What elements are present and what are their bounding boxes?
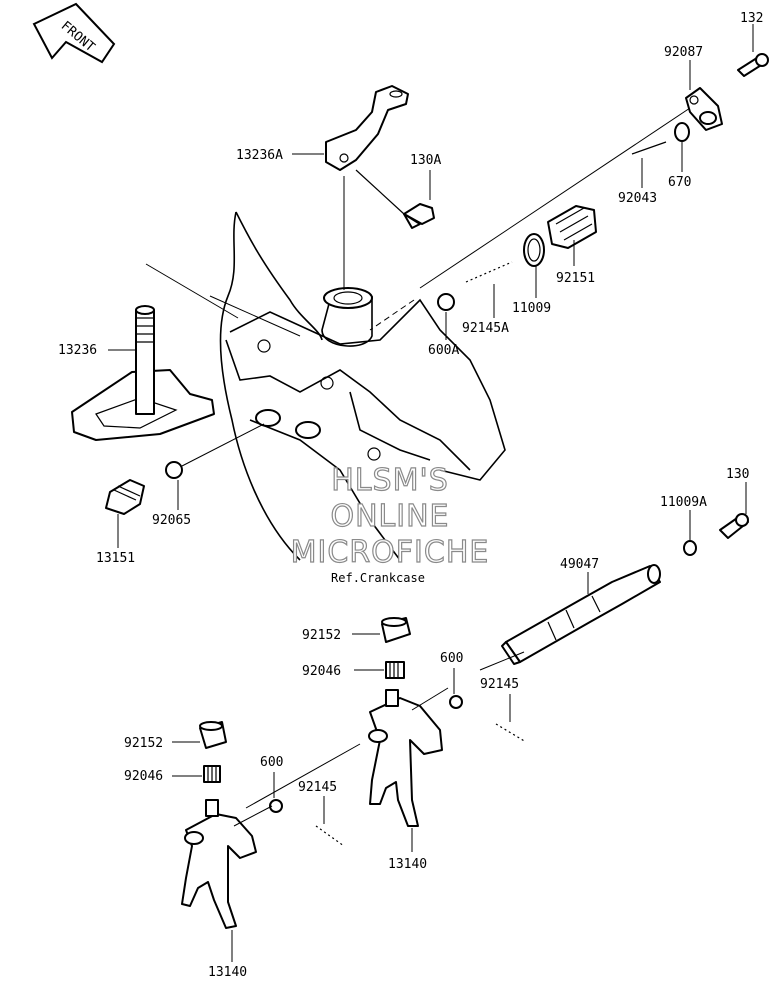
watermark-line-1: HLSM'S [331, 463, 449, 498]
washer-11009A [683, 540, 697, 556]
bolt-130 [719, 513, 749, 539]
label-49047: 49047 [560, 557, 599, 572]
label-13140-lower: 13140 [208, 965, 247, 980]
bushing-92152-lower [199, 721, 227, 749]
label-11009: 11009 [512, 301, 551, 316]
washer-92065 [165, 461, 183, 479]
label-13236: 13236 [58, 343, 97, 358]
watermark-line-3: MICROFICHE [291, 535, 490, 570]
label-13140-upper: 13140 [388, 857, 427, 872]
leader-lines [108, 24, 754, 962]
reference-label: Ref.Crankcase [331, 571, 425, 585]
spring-92145-upper [495, 723, 527, 743]
ball-600-upper [449, 695, 463, 709]
label-13151: 13151 [96, 551, 135, 566]
label-92145A: 92145A [462, 321, 509, 336]
bolt-130A [355, 169, 435, 229]
crankcase-outline [219, 211, 506, 561]
spring-92145A [465, 261, 513, 283]
label-600-upper: 600 [440, 651, 463, 666]
bolt-132 [737, 53, 769, 77]
o-ring-670 [674, 122, 690, 142]
label-600-lower: 600 [260, 755, 283, 770]
washer-11009 [523, 233, 545, 267]
shift-rod-49047 [501, 564, 661, 665]
front-arrow-icon: FRONT [32, 2, 116, 64]
label-92152-upper: 92152 [302, 628, 341, 643]
label-92152-lower: 92152 [124, 736, 163, 751]
label-92145-lower: 92145 [298, 780, 337, 795]
label-92043: 92043 [618, 191, 657, 206]
label-92145-upper: 92145 [480, 677, 519, 692]
label-132: 132 [740, 11, 763, 26]
shift-lever-13236A [325, 85, 409, 171]
watermark: HLSM'S ONLINE MICROFICHE [290, 462, 490, 570]
label-130A: 130A [410, 153, 441, 168]
label-92065: 92065 [152, 513, 191, 528]
label-92087: 92087 [664, 45, 703, 60]
label-11009A: 11009A [660, 495, 707, 510]
needle-bearing-92046-upper [385, 661, 405, 679]
ball-600-lower [269, 799, 283, 813]
shift-fork-13140-upper [368, 689, 443, 827]
needle-bearing-92046-lower [203, 765, 221, 783]
plug-13151 [105, 479, 145, 515]
part-labels: 132 92087 13236A 130A 92043 670 92151 11… [58, 11, 763, 980]
bracket-92087 [685, 87, 723, 131]
label-670: 670 [668, 175, 691, 190]
shift-fork-13140-lower [181, 799, 257, 929]
label-92046-upper: 92046 [302, 664, 341, 679]
label-92151: 92151 [556, 271, 595, 286]
label-600A: 600A [428, 343, 459, 358]
spring-92145-lower [315, 825, 345, 847]
bushing-92152-upper [381, 617, 411, 643]
ball-600A [437, 293, 455, 311]
watermark-line-2: ONLINE [330, 499, 449, 534]
shift-shaft-13236 [71, 305, 215, 441]
spring-92151 [547, 205, 597, 249]
label-92046-lower: 92046 [124, 769, 163, 784]
label-130: 130 [726, 467, 749, 482]
label-13236A: 13236A [236, 148, 283, 163]
